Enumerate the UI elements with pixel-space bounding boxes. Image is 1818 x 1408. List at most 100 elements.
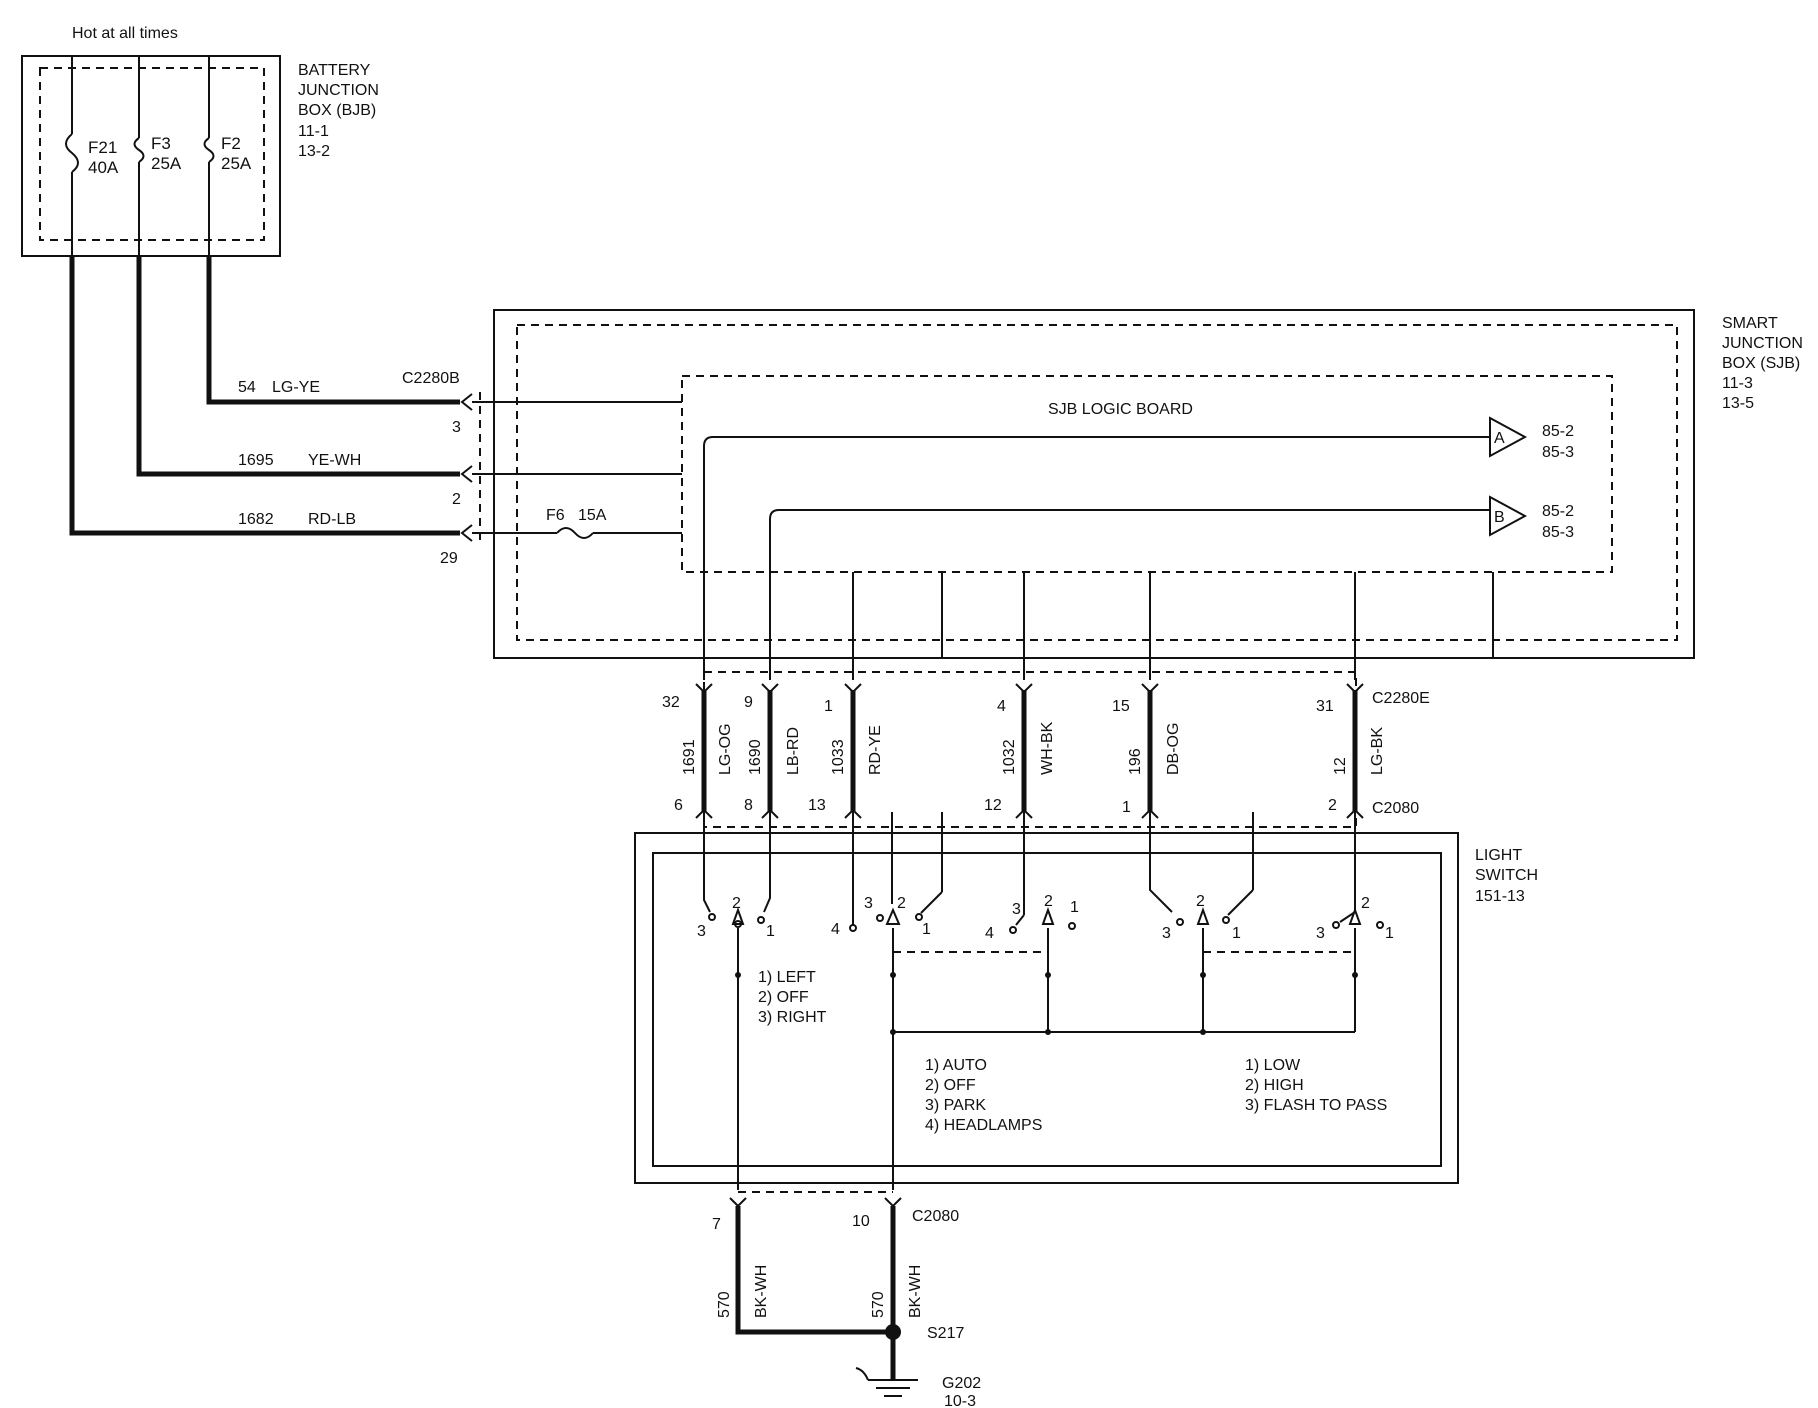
- ground-color: BK-WH: [753, 1265, 770, 1318]
- c2080-pin: 13: [808, 797, 826, 814]
- s4-pos: 1: [1232, 925, 1241, 942]
- light-switch-title-line: SWITCH: [1475, 867, 1538, 884]
- s4-pos: 2: [1196, 893, 1205, 910]
- legend-line: 4) HEADLAMPS: [925, 1117, 1042, 1134]
- ground-circuit: 570: [716, 1291, 733, 1318]
- s2-pos: 1: [922, 921, 931, 938]
- fuse-f6-name: F6: [546, 507, 565, 524]
- c2280e-pin: 32: [662, 694, 680, 711]
- connector-c2080-label: C2080: [1372, 800, 1419, 817]
- ground-g202-ref: 10-3: [944, 1393, 976, 1408]
- legend-line: 2) OFF: [758, 989, 809, 1006]
- switch-internal-wiring: [703, 812, 1384, 1190]
- beam-legend: 1) LOW 2) HIGH 3) FLASH TO PASS: [1245, 1057, 1387, 1114]
- bjb-title-line: 13-2: [298, 143, 330, 160]
- s3-pos: 2: [1044, 893, 1053, 910]
- wire-54-color: LG-YE: [272, 379, 320, 396]
- bjb-title-line: 11-1: [298, 123, 329, 140]
- c2280e-pin: 9: [744, 694, 753, 711]
- c2080-pin: 6: [674, 797, 683, 814]
- ground-pin: 7: [712, 1216, 721, 1233]
- legend-line: 1) LEFT: [758, 969, 816, 986]
- s2-pos: 3: [864, 895, 873, 912]
- c2280e-pin: 4: [997, 698, 1006, 715]
- harness-circuit: 1033: [830, 739, 847, 775]
- s3-pos: 1: [1070, 899, 1079, 916]
- legend-line: 3) FLASH TO PASS: [1245, 1097, 1387, 1114]
- legend-line: 3) RIGHT: [758, 1009, 827, 1026]
- fuse-f2-rating: 25A: [221, 154, 252, 173]
- sjb-title: SMART JUNCTION BOX (SJB) 11-3 13-5: [1722, 315, 1803, 412]
- sjb-logic-board-label: SJB LOGIC BOARD: [1048, 401, 1193, 418]
- offpage-b-letter: B: [1494, 509, 1505, 526]
- hot-at-all-times-label: Hot at all times: [72, 25, 178, 42]
- sjb-internal-wires: [703, 436, 1494, 680]
- fuse-f21-name: F21: [88, 138, 117, 157]
- c2280e-pin: 1: [824, 698, 833, 715]
- c2080-pin: 1: [1122, 799, 1131, 816]
- offpage-connector-b: [1489, 495, 1528, 537]
- s1-pos: 1: [766, 923, 775, 940]
- harness-color: LG-BK: [1369, 727, 1386, 775]
- harness-color: RD-YE: [867, 725, 884, 775]
- pin-29: 29: [440, 550, 458, 567]
- s1-pos: 3: [697, 923, 706, 940]
- connector-c2280e-label: C2280E: [1372, 690, 1430, 707]
- s3-pos: 3: [1012, 901, 1021, 918]
- bjb-title-line: BATTERY: [298, 62, 371, 79]
- c2080-pin: 8: [744, 797, 753, 814]
- bjb-title: BATTERY JUNCTION BOX (BJB) 11-1 13-2: [298, 62, 379, 160]
- pin-2: 2: [452, 491, 461, 508]
- legend-line: 3) PARK: [925, 1097, 986, 1114]
- ground-wiring: [729, 1191, 918, 1397]
- ground-g202-label: G202: [942, 1375, 981, 1392]
- offpage-b-ref: 85-2: [1542, 503, 1574, 520]
- s5-pos: 3: [1316, 925, 1325, 942]
- harness-circuit: 1032: [1001, 739, 1018, 775]
- harness-color: WH-BK: [1039, 721, 1056, 775]
- legend-line: 2) OFF: [925, 1077, 976, 1094]
- ground-color: BK-WH: [907, 1265, 924, 1318]
- harness-wires: [695, 683, 1364, 819]
- harness-circuit: 196: [1127, 748, 1144, 775]
- legend-line: 1) AUTO: [925, 1057, 987, 1074]
- light-switch-box: [634, 832, 1459, 1184]
- offpage-a-letter: A: [1494, 430, 1505, 447]
- connector-c2280b-label: C2280B: [402, 370, 460, 387]
- fuse-f2-icon: [203, 137, 215, 163]
- fuse-f6-icon: [556, 527, 594, 539]
- s5-pos: 2: [1361, 895, 1370, 912]
- harness-color: DB-OG: [1165, 723, 1182, 775]
- battery-junction-box: [21, 55, 281, 257]
- bjb-title-line: BOX (BJB): [298, 102, 376, 119]
- splice-s217-label: S217: [927, 1325, 964, 1342]
- turn-signal-legend: 1) LEFT 2) OFF 3) RIGHT: [758, 969, 827, 1026]
- harness-circuit: 1691: [681, 739, 698, 775]
- wire-54-circuit: 54: [238, 379, 256, 396]
- fuse-f21-rating: 40A: [88, 158, 119, 177]
- feed-wires: [69, 256, 460, 536]
- fuse-f3-icon: [133, 137, 145, 163]
- light-switch-title-line: LIGHT: [1475, 847, 1522, 864]
- c2080-pin: 12: [984, 797, 1002, 814]
- smart-junction-box: [493, 309, 1695, 659]
- s1-pos: 2: [732, 895, 741, 912]
- s3-pos: 4: [985, 925, 994, 942]
- c2280e-pin: 31: [1316, 698, 1334, 715]
- sjb-title-line: 11-3: [1722, 375, 1753, 392]
- legend-line: 2) HIGH: [1245, 1077, 1304, 1094]
- ground-g202-icon: [855, 1367, 918, 1397]
- wire-1695-color: YE-WH: [308, 452, 361, 469]
- s2-pos: 4: [831, 921, 840, 938]
- sjb-title-line: JUNCTION: [1722, 335, 1803, 352]
- s4-pos: 3: [1162, 925, 1171, 942]
- pin-3: 3: [452, 419, 461, 436]
- legend-line: 1) LOW: [1245, 1057, 1301, 1074]
- wire-1695-circuit: 1695: [238, 452, 274, 469]
- harness-circuit: 12: [1332, 757, 1349, 775]
- ground-pin: 10: [852, 1213, 870, 1230]
- ground-circuit: 570: [870, 1291, 887, 1318]
- offpage-a-ref: 85-2: [1542, 423, 1574, 440]
- s5-pos: 1: [1385, 925, 1394, 942]
